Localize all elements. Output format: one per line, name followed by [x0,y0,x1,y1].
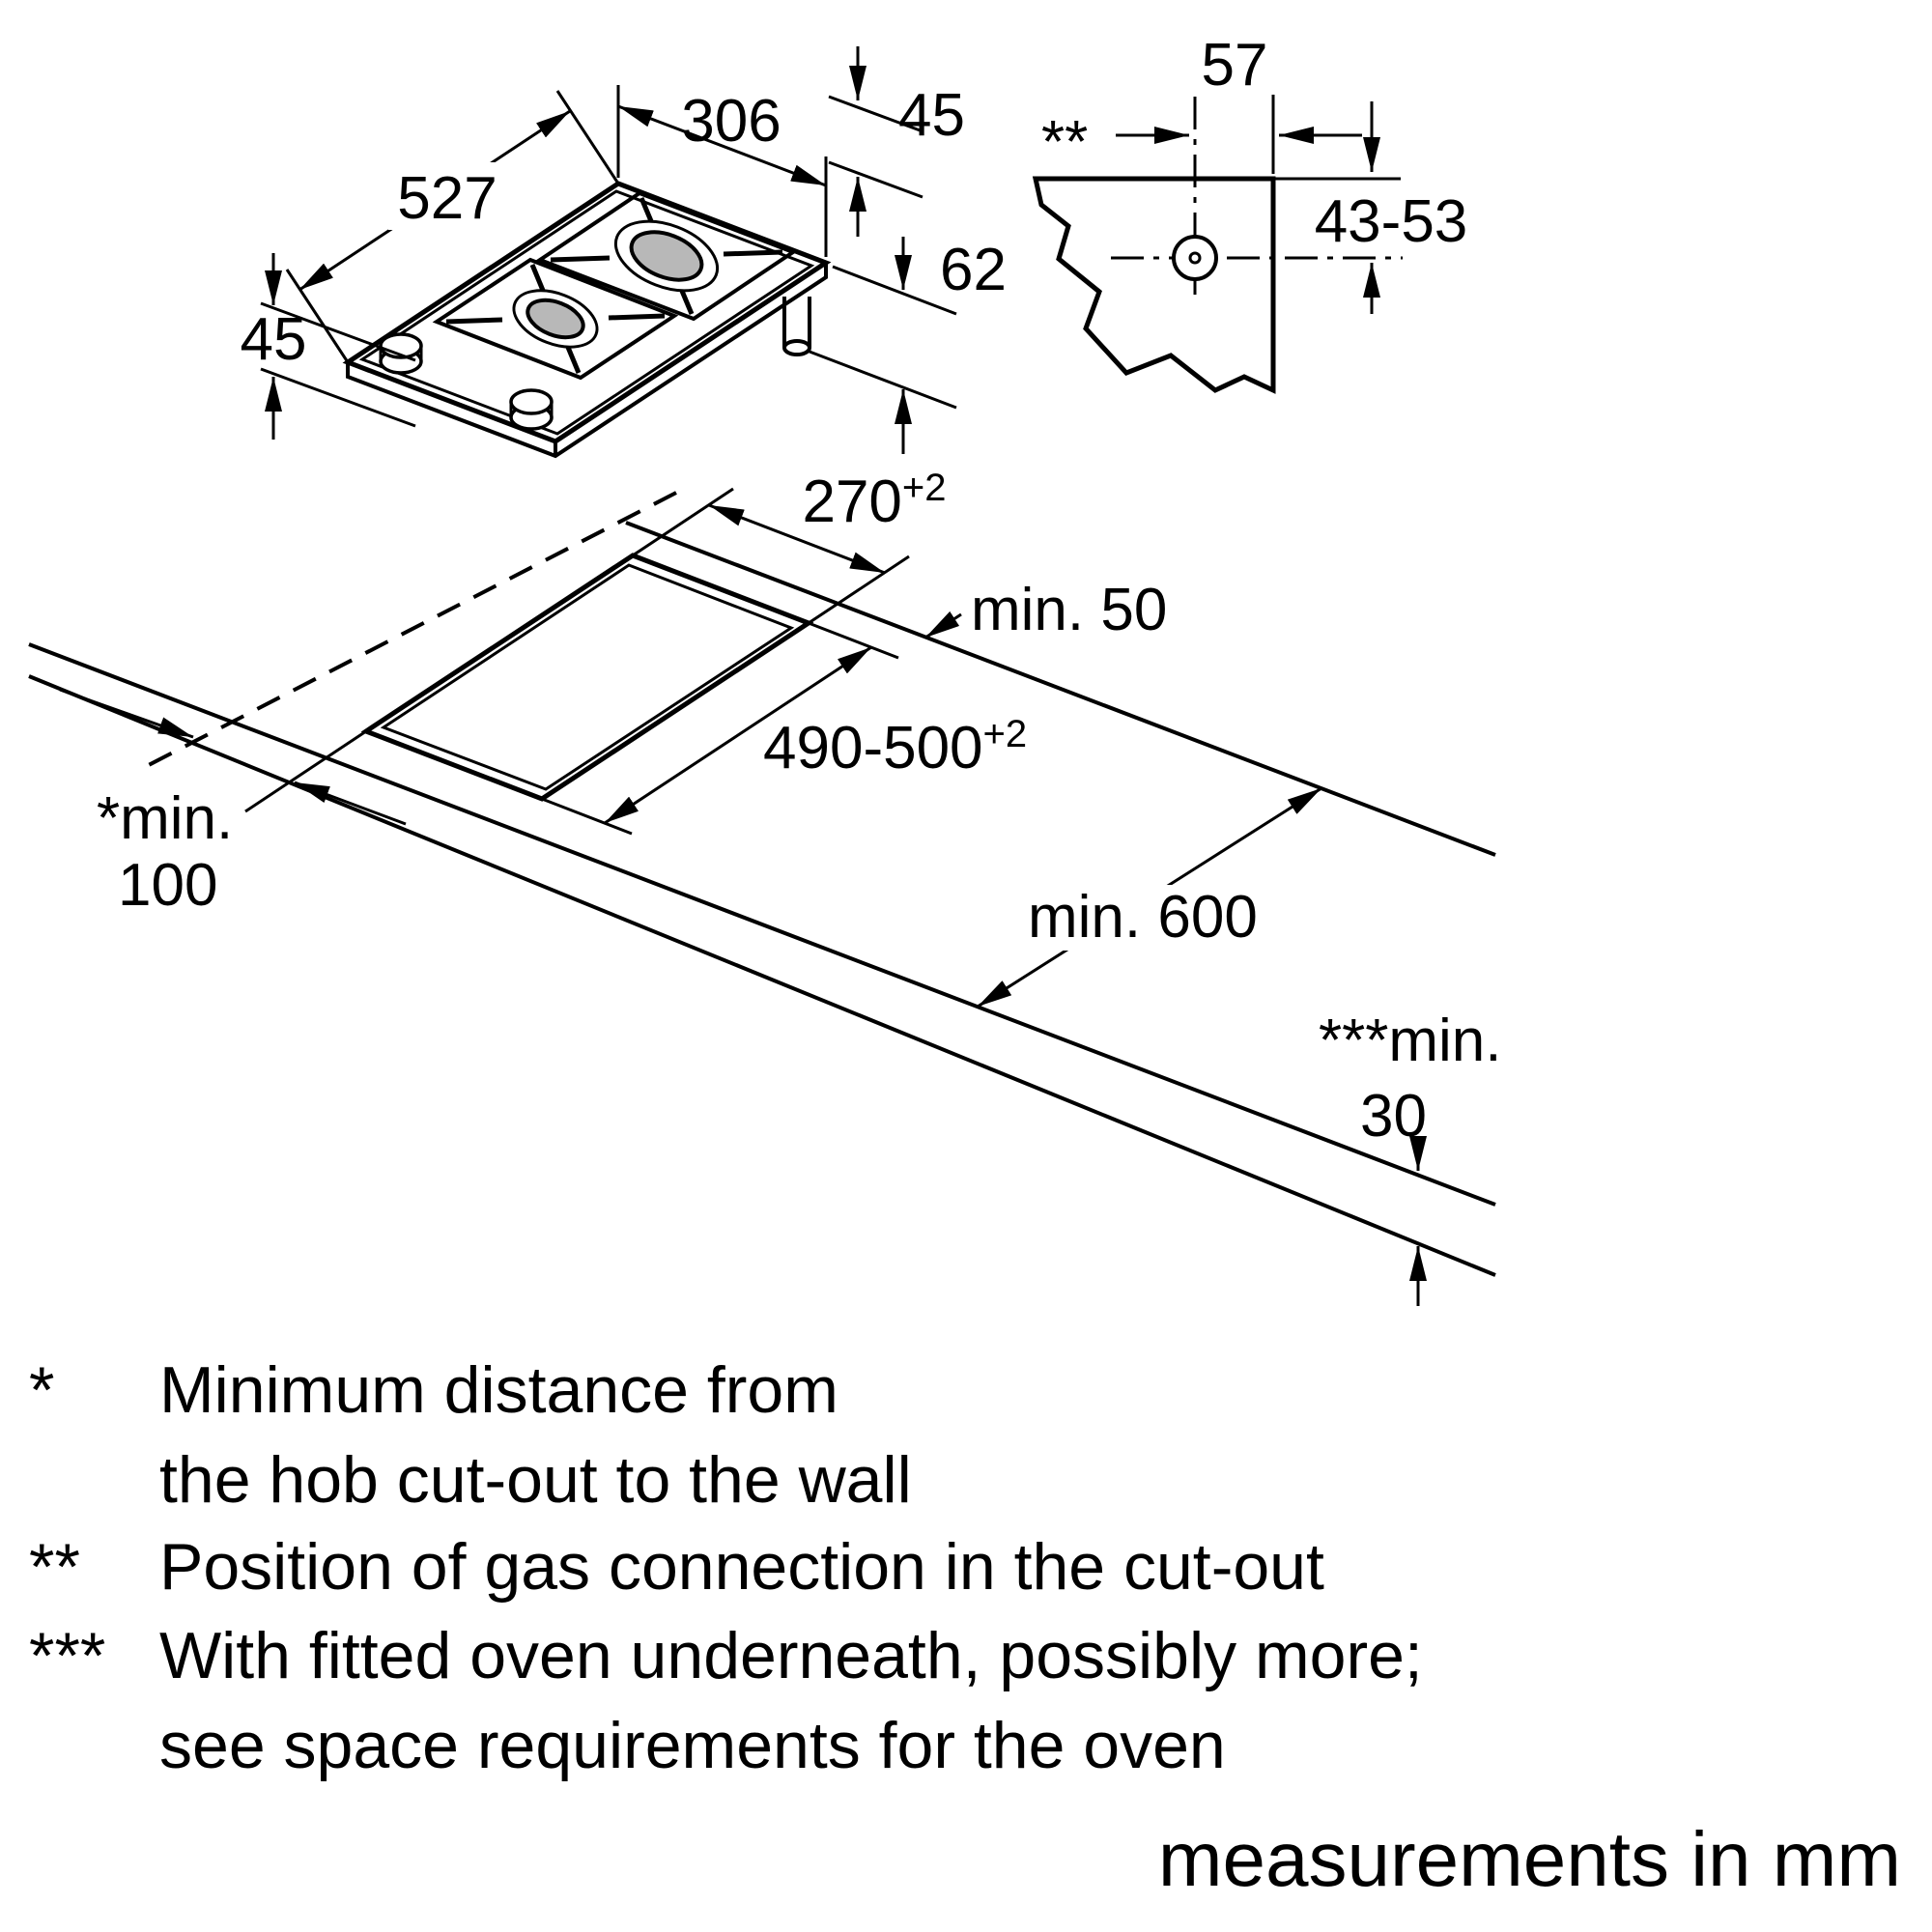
footnote-triple-star-marker: *** [29,1619,105,1692]
cutout-depth-label: 490-500+2 [763,713,1027,781]
worktop-view [28,491,1496,1277]
dim-62-refs [809,265,957,410]
dim-490-extension-lines [541,621,899,836]
gas-57-label: 57 [1202,32,1268,99]
dim-306-line [617,104,827,187]
dim-62-label: 62 [940,237,1007,303]
footnote-triple-star-line2: see space requirements for the oven [159,1709,1226,1782]
burner-small-cap [526,298,585,340]
dim-527-label: 527 [397,165,497,232]
cutout-width-tolerance: +2 [902,467,947,509]
footnote-star-line1: Minimum distance from [159,1353,838,1427]
min30-value-label: 30 [1360,1083,1427,1150]
footnotes: * Minimum distance from the hob cut-out … [29,1353,1423,1782]
min600-label-mask [1020,885,1310,951]
burner-small [512,289,599,349]
dim-45-left-label: 45 [241,306,307,373]
worktop-dimensions: 270+2 min. 50 490-500+2 *min. 100 min. 6… [59,467,1502,1306]
dim-527-extension-lines [285,90,620,363]
gas-4353-label: 43-53 [1315,188,1468,255]
burner-large [613,219,720,293]
dim-270-extension-lines [632,487,910,625]
hob-underside [346,263,828,459]
gas-connection-detail: 57 ** 43-53 [1032,32,1468,394]
min100-arrow-left [59,688,194,739]
hob-dimensions: 306 45 527 62 45 [241,46,1007,454]
dim-527-label-mask [388,162,506,230]
cutout-corner-piece [1032,176,1276,394]
min100-extension-line [244,729,367,813]
gas-extension-lines [1271,95,1401,181]
knob-right-top [509,388,554,415]
min600-label: min. 600 [1028,884,1258,951]
dim-45-top-refs [828,95,923,199]
min100-prefix-label: *min. [97,785,233,852]
hob-inner-rim [358,189,815,436]
footnote-double-star-line1: Position of gas connection in the cut-ou… [159,1530,1324,1604]
min50-label: min. 50 [971,577,1167,643]
footnote-star-marker: * [29,1353,54,1427]
pan-support-frame [432,190,798,381]
control-knob-right [509,388,554,431]
worktop-front-edges [28,642,1496,1277]
footnote-star-line2: the hob cut-out to the wall [159,1443,912,1517]
gas-centerlines [1111,97,1403,295]
footer-note: measurements in mm [1158,1816,1901,1902]
dim-45-top-label: 45 [898,82,965,149]
gas-marker-label: ** [1041,109,1088,176]
cutout-width-value: 270 [802,469,901,535]
gas-connection-hole [1172,235,1218,281]
min50-arrow [924,611,962,639]
dim-270-line [708,503,886,575]
cutout-depth-value: 490-500 [763,715,983,781]
knob-right-side [509,402,554,417]
footnote-double-star-marker: ** [29,1530,80,1604]
footnote-triple-star-line1: With fitted oven underneath, possibly mo… [159,1619,1423,1692]
cutout-width-label: 270+2 [802,467,946,535]
gas-inlet-pipe [782,297,811,348]
cutout-depth-tolerance: +2 [983,713,1028,755]
min30-prefix-label: ***min. [1319,1008,1502,1074]
worktop-back-edge [625,521,1496,857]
min100-value-label: 100 [118,852,217,919]
cutout-inner-step [380,563,795,791]
dim-490-line [604,645,872,825]
burner-large-cap [629,230,704,282]
gas-connection-center [1188,251,1202,265]
gas-inlet-pipe-end [782,339,811,356]
dim-45-left-refs [260,301,416,428]
min100-arrow-right [294,781,407,826]
dim-306-label: 306 [681,88,781,155]
